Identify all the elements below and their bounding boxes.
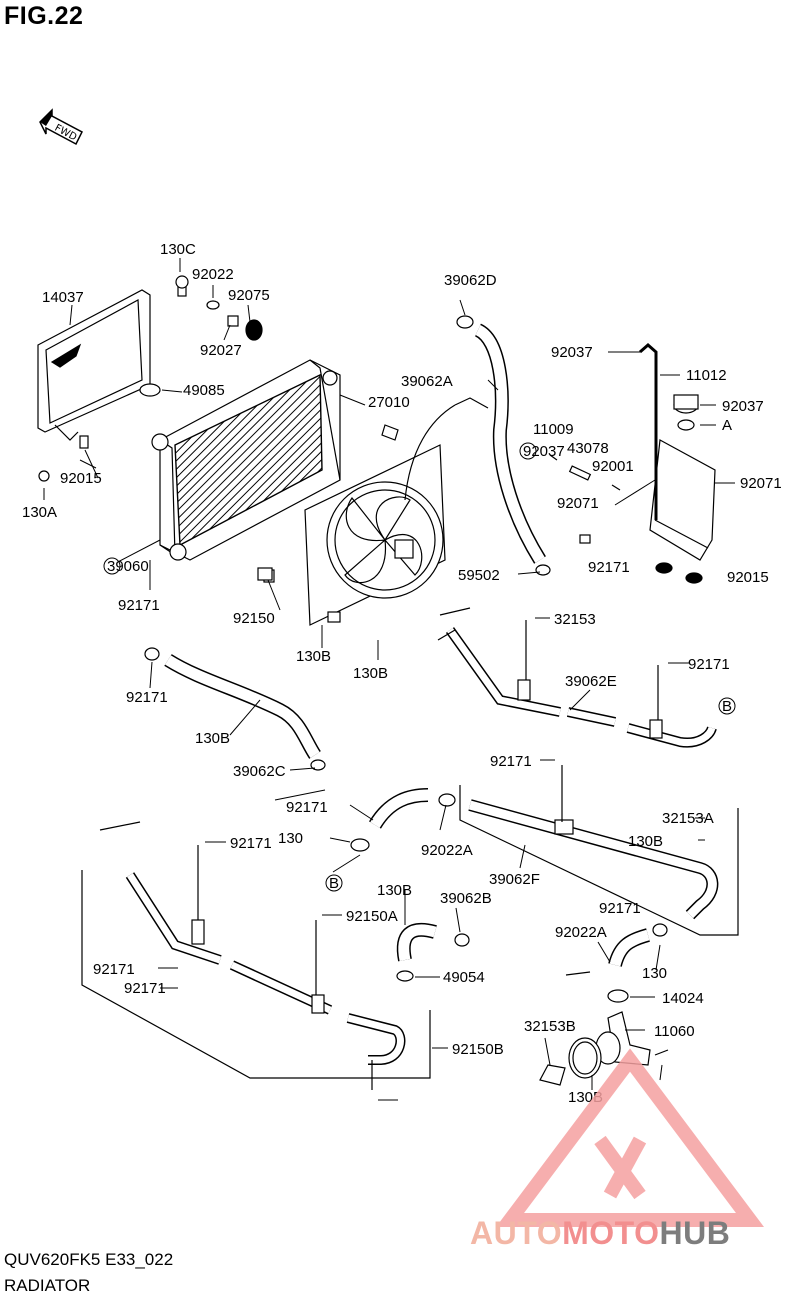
callout-92171-e: 130: [278, 830, 303, 847]
callout-A-1: 39060: [107, 558, 149, 575]
callout-92022A: 130B: [628, 833, 663, 850]
callout-92001: 92071: [557, 495, 599, 512]
callout-92037-b: 11009: [533, 421, 574, 438]
fan-59502: [257, 397, 489, 626]
callout-27010: 27010: [368, 394, 410, 411]
callout-92037-c: 92001: [592, 458, 634, 475]
callout-39062E: 130B: [195, 730, 230, 747]
callout-59502: 130B: [296, 648, 331, 665]
callout-B-2: B: [329, 875, 339, 892]
callout-92171-a: 39062D: [444, 272, 497, 289]
figure-name: RADIATOR: [4, 1276, 91, 1295]
watermark-part2: MOTO: [562, 1215, 660, 1251]
callout-92071-a: 92171: [588, 559, 630, 576]
figure-title: FIG.22: [4, 2, 84, 30]
callout-A-2: 92037: [523, 443, 565, 460]
callout-92171-c: 92171: [126, 689, 168, 706]
callout-14024: 11060: [654, 1023, 695, 1040]
callout-92171-h: 130: [642, 965, 667, 982]
watermark: AUTOMOTOHUB: [470, 1215, 730, 1252]
pipe-32153B: [81, 821, 431, 1090]
callout-92071-b: 92015: [727, 569, 769, 586]
callout-92171-j: 14024: [662, 990, 704, 1007]
pipe-32153: [437, 607, 717, 748]
callout-92037-a: 11012: [686, 367, 727, 384]
callout-39062: 43078: [567, 440, 609, 457]
callout-130B-e: 92150A: [346, 908, 398, 925]
callout-92075: 92075: [228, 287, 270, 304]
hose-39062E: [144, 647, 326, 771]
watermark-part1: AUTO: [470, 1215, 563, 1251]
callout-92022A-b: 92171: [93, 961, 135, 978]
callout-130B-a: 32153: [554, 611, 596, 628]
callout-39060: 92171: [118, 597, 160, 614]
callout-11009: A: [722, 417, 732, 434]
callout-B-1: B: [722, 698, 732, 715]
callout-92022: 92022: [192, 266, 234, 283]
radiator-39060: [151, 359, 341, 583]
callout-92171-i: 49054: [443, 969, 485, 986]
callout-130B-c: 92171: [490, 753, 532, 770]
callout-32153A: 39062F: [489, 871, 540, 888]
watermark-part3: HUB: [659, 1215, 731, 1251]
callout-130C: 130C: [160, 241, 196, 258]
watermark-logo-icon: [496, 1048, 764, 1227]
callout-39062D: 39062A: [401, 373, 453, 390]
callout-11012: 92037: [722, 398, 764, 415]
callout-92015-b: 92150: [233, 610, 275, 627]
callout-130B-b: 92171: [688, 656, 730, 673]
callout-130A: 130A: [22, 504, 57, 521]
callout-92150A: 92022A: [555, 924, 607, 941]
screen-14037: [37, 289, 151, 441]
reservoir-43078: [549, 343, 716, 584]
hose-39062B: [607, 923, 668, 1003]
callout-39062B: 92171: [599, 900, 641, 917]
callout-39062F: 130B: [377, 882, 412, 899]
callout-92171-f: 92022A: [421, 842, 473, 859]
callout-49085: 49085: [183, 382, 225, 399]
callout-92171-g: 39062B: [440, 890, 492, 907]
callout-130B-d: 92171: [230, 835, 272, 852]
callout-92027: 92027: [200, 342, 242, 359]
callout-39062A: 92037: [551, 344, 593, 361]
callout-49054: 32153B: [524, 1018, 576, 1035]
hose-39062C: [350, 788, 456, 852]
callout-92150: 130B: [353, 665, 388, 682]
figure-code: QUV620FK5 E33_022: [4, 1250, 174, 1269]
hardware-top: [38, 275, 399, 482]
callout-32153: 39062E: [565, 673, 617, 690]
callout-92171-b: 59502: [458, 567, 500, 584]
callout-39062C: 92171: [286, 799, 328, 816]
callout-14037: 14037: [42, 289, 84, 306]
callout-32153B: 92150B: [452, 1041, 504, 1058]
thermostat-housing-14024: [539, 971, 669, 1086]
callout-92015-a: 92015: [60, 470, 102, 487]
fwd-arrow-icon: FWD: [39, 108, 83, 146]
hose-39062F: [396, 922, 470, 982]
callout-130: 32153A: [662, 810, 714, 827]
callout-43078: 92071: [740, 475, 782, 492]
pipe-32153A: [459, 765, 739, 936]
callout-130-b: 92171: [124, 980, 166, 997]
callout-92171-d: 39062C: [233, 763, 286, 780]
